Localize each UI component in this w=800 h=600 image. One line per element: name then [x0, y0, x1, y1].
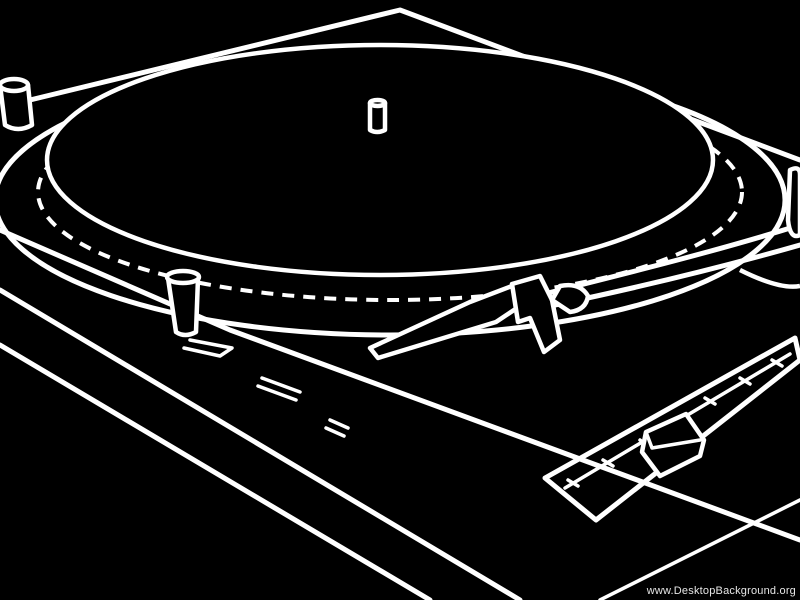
spindle [370, 100, 385, 132]
top-left-knob [0, 79, 32, 129]
chassis-front-rim-1 [0, 290, 520, 600]
finger-lift [552, 285, 588, 312]
chassis-right-edge [600, 500, 800, 600]
pitch-slider [545, 338, 800, 520]
tonearm-counterweight [788, 168, 800, 236]
chassis-left-edge [0, 230, 800, 540]
tonearm-base-arc [740, 270, 800, 287]
cartridge [512, 276, 560, 352]
tonearm [370, 168, 800, 358]
watermark: www.DesktopBackground.org [646, 585, 796, 597]
start-stop-marks [258, 378, 348, 436]
headshell [370, 286, 520, 358]
target-light [167, 271, 232, 356]
platter-assembly [0, 45, 785, 335]
chassis-front-rim-2 [0, 345, 430, 600]
platter [47, 45, 713, 275]
pitch-slider-frame [545, 338, 800, 520]
